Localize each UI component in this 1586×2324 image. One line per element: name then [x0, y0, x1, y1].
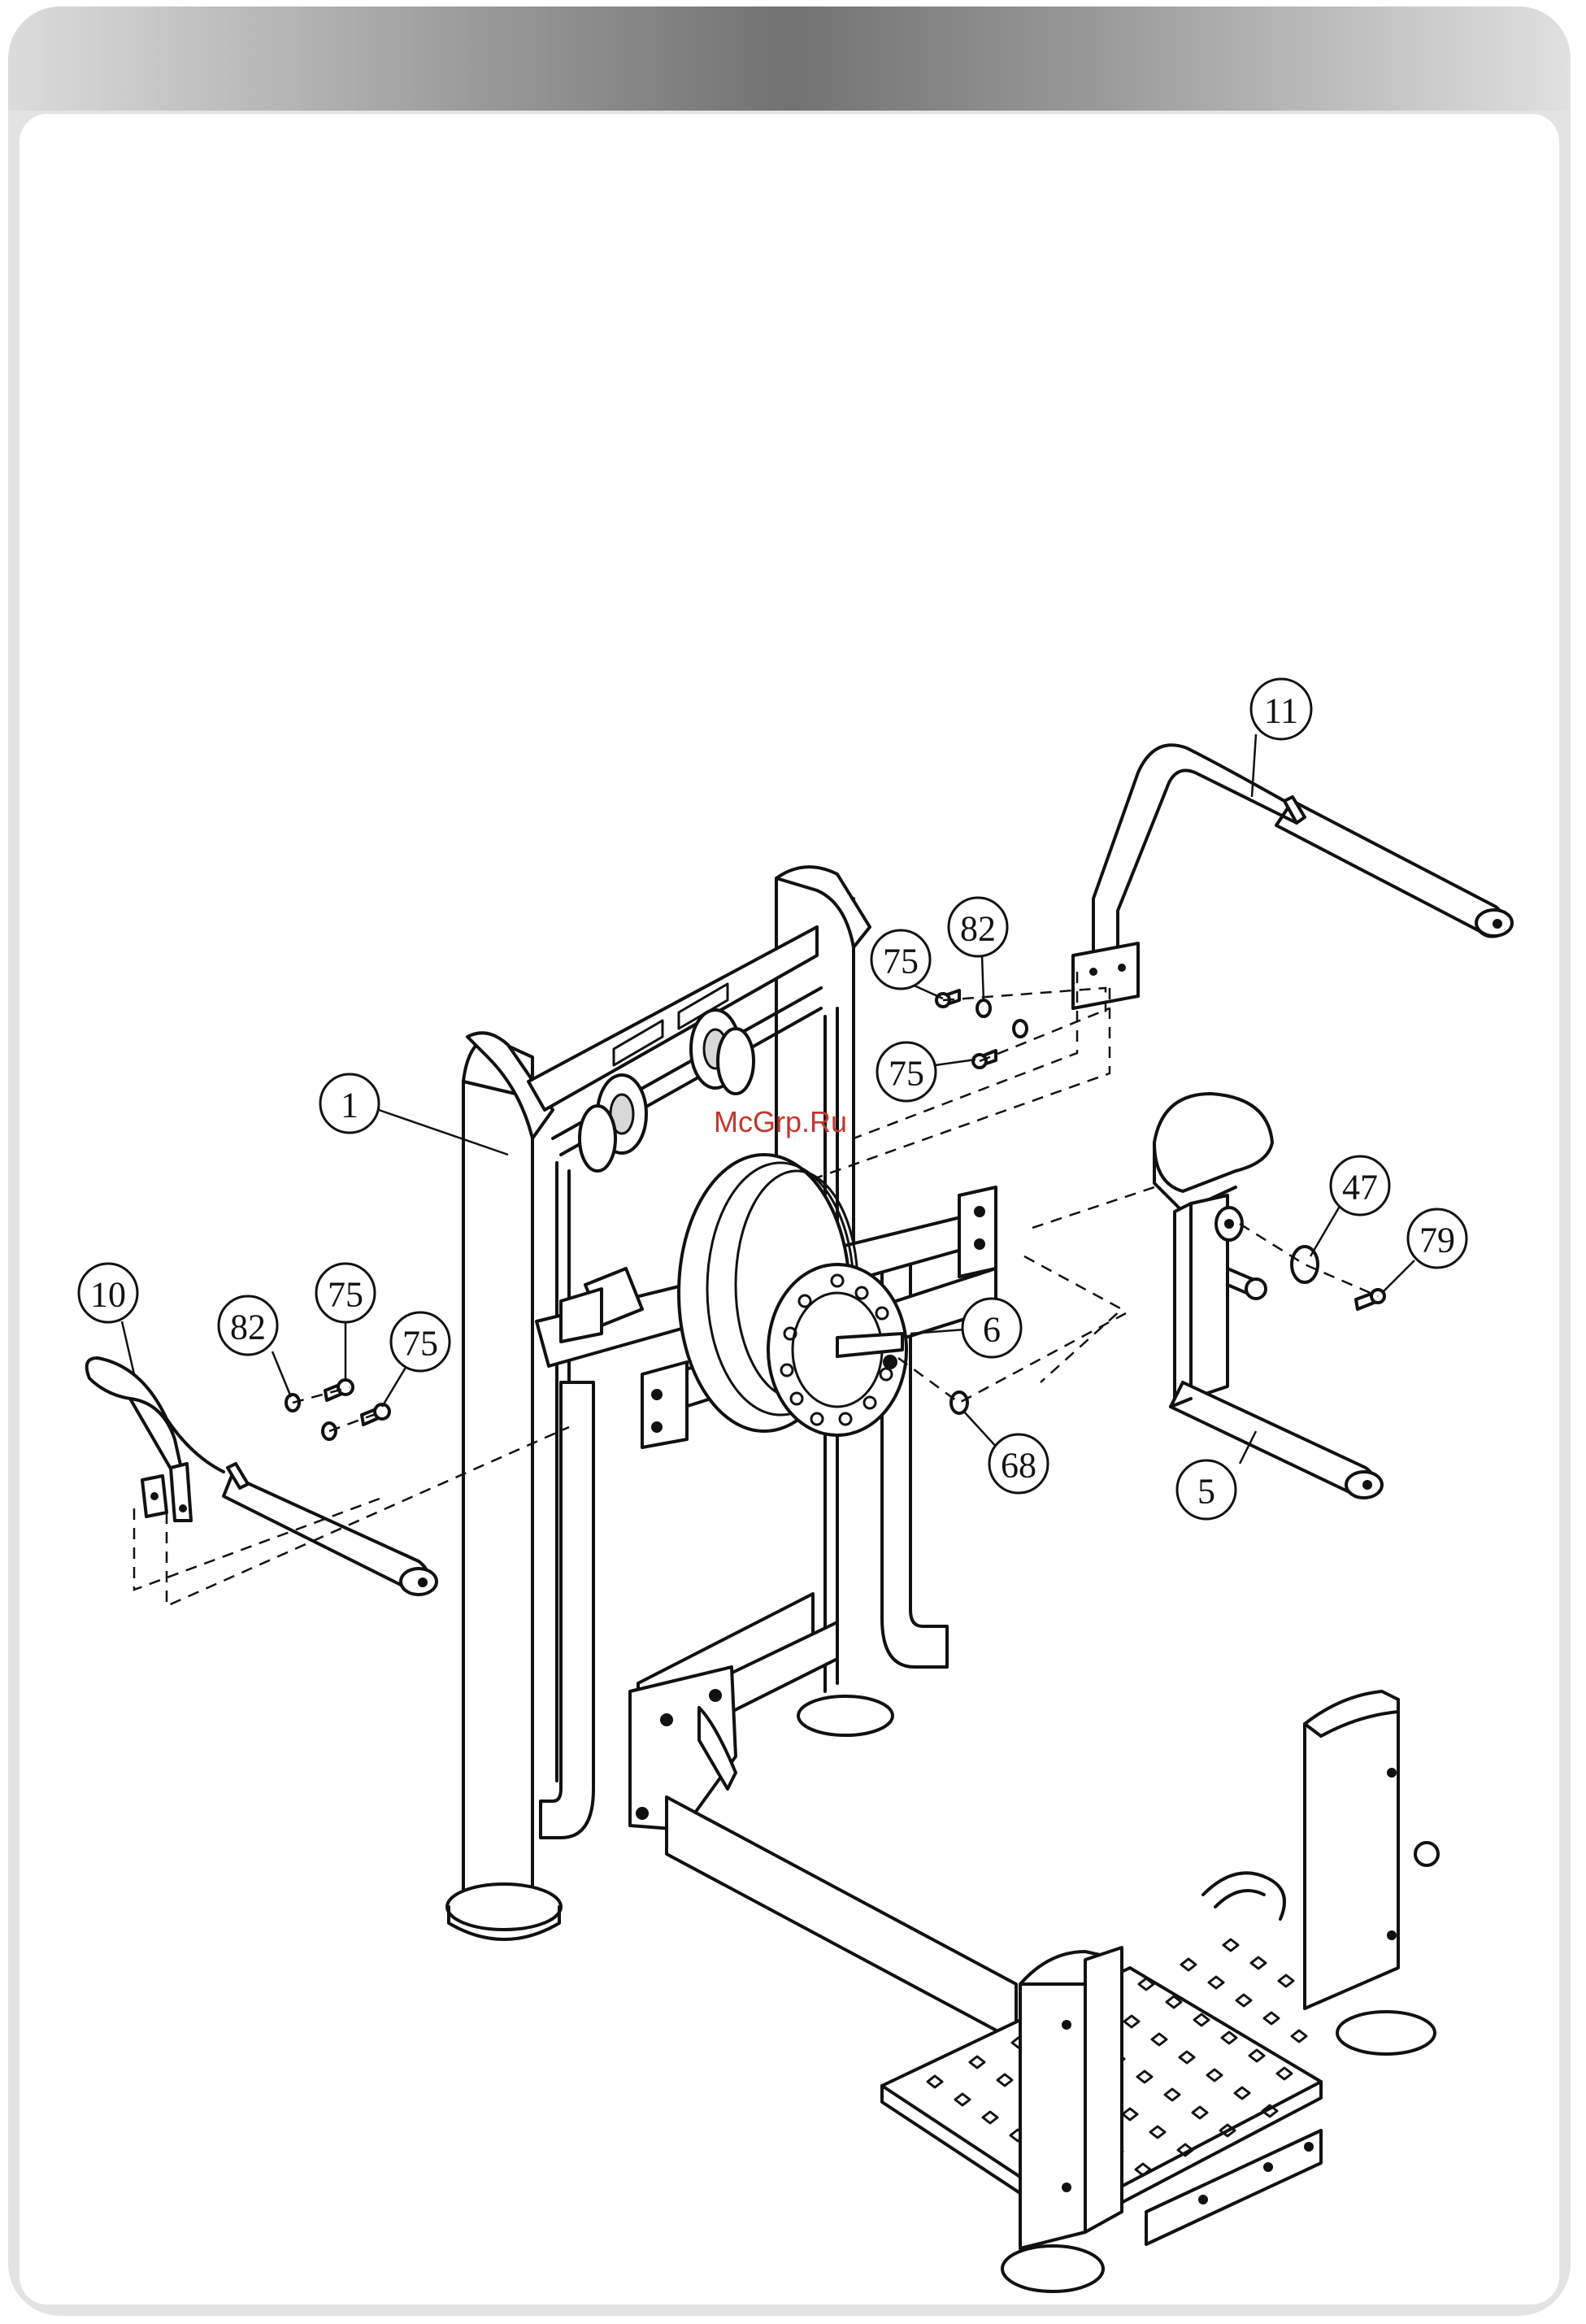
tread-diamond	[1209, 1977, 1223, 1988]
callout-label: 6	[983, 1310, 1001, 1350]
tread-diamond	[1264, 2013, 1279, 2024]
callout-label: 82	[230, 1308, 266, 1347]
callout-left-bolt-b: 75	[391, 1312, 450, 1371]
tread-diamond	[1279, 1975, 1293, 1987]
callout-label: 75	[402, 1324, 438, 1364]
callout-label: 5	[1197, 1472, 1215, 1512]
callout-left-handle: 10	[79, 1264, 137, 1322]
callout-label: 75	[883, 942, 919, 981]
callout-label: 10	[90, 1275, 126, 1315]
callout-label: 11	[1264, 691, 1298, 731]
tread-diamond	[1236, 1995, 1251, 2006]
callout-label: 75	[889, 1054, 924, 1094]
callout-pad-screw: 79	[1408, 1209, 1467, 1268]
callout-label: 82	[960, 909, 996, 949]
callout-label: 68	[1001, 1446, 1036, 1486]
tread-diamond	[1251, 1957, 1266, 1969]
watermark-text: McGrp.Ru	[714, 1105, 847, 1138]
callout-label: 1	[341, 1086, 358, 1125]
callout-left-washer: 82	[219, 1296, 277, 1355]
callout-knee-pad: 5	[1177, 1460, 1236, 1519]
callout-right-washer: 82	[949, 898, 1007, 956]
callout-label: 79	[1419, 1221, 1455, 1260]
right-handle-part	[1073, 745, 1512, 1008]
callout-right-handle: 11	[1251, 679, 1311, 739]
callout-rotation-disc: 6	[962, 1299, 1021, 1357]
rotation-disc-assembly	[537, 1155, 996, 1447]
callout-label: 47	[1342, 1168, 1378, 1208]
callout-left-bolt-a: 75	[316, 1264, 375, 1322]
left-handle-part	[87, 1358, 437, 1595]
callout-disc-ring: 68	[989, 1434, 1048, 1493]
callout-right-bolt-a: 75	[871, 930, 930, 989]
foot-platform	[667, 1691, 1438, 2291]
callout-label: 75	[328, 1275, 363, 1315]
callout-frame: 1	[320, 1074, 379, 1133]
callout-pad-washer: 47	[1331, 1156, 1389, 1215]
tread-diamond	[1292, 2030, 1306, 2042]
tread-diamond	[1223, 1939, 1238, 1951]
knee-pad-part	[1154, 1094, 1382, 1498]
tread-diamond	[1181, 1959, 1196, 1970]
callout-right-bolt-b: 75	[877, 1042, 936, 1101]
